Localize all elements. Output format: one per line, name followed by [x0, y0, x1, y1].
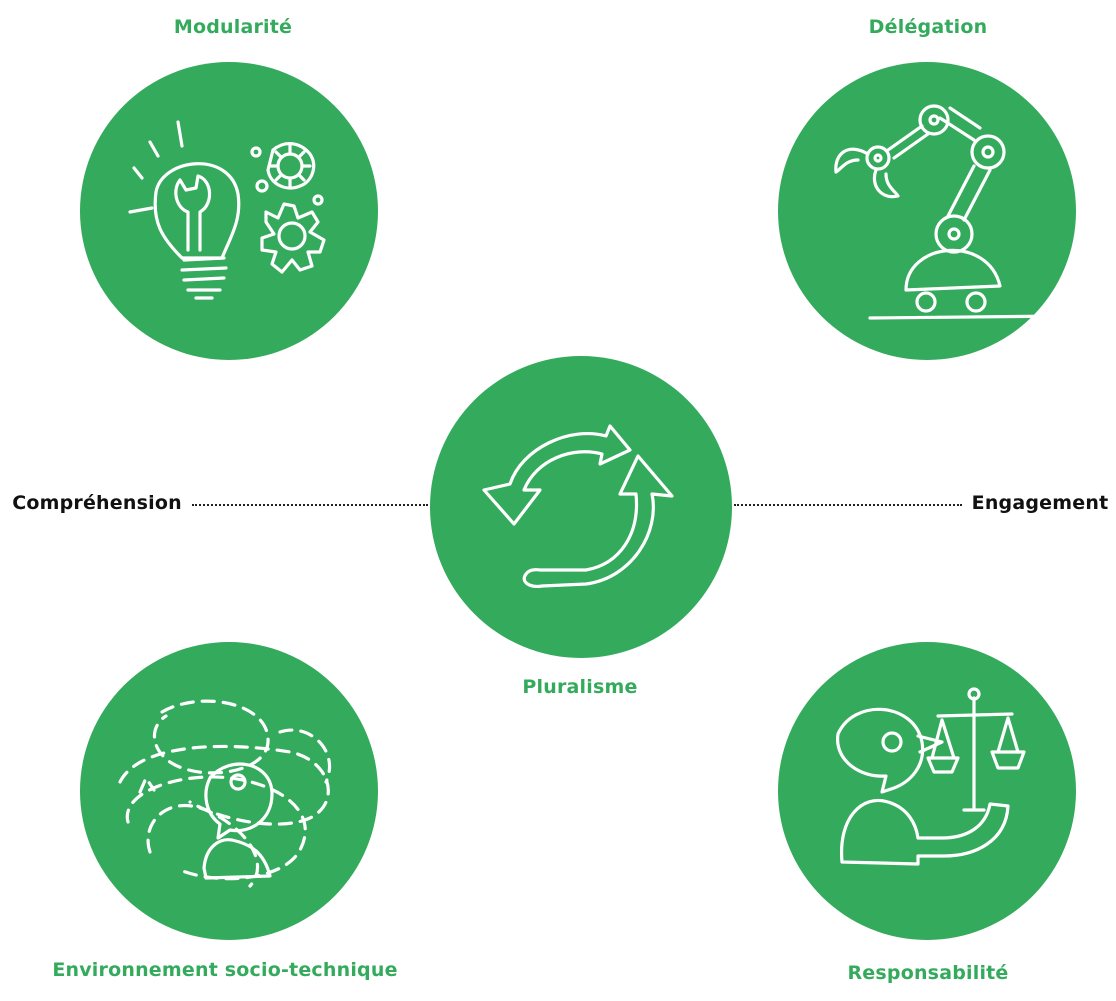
responsabilite-node — [778, 642, 1076, 940]
responsabilite-label: Responsabilité — [847, 962, 1009, 984]
axis-line-right — [734, 504, 962, 506]
environnement-label: Environnement socio-technique — [52, 959, 398, 981]
delegation-node — [778, 62, 1076, 360]
pluralisme-node — [430, 356, 732, 658]
axis-label-right: Engagement — [971, 492, 1109, 514]
modularite-label: Modularité — [173, 16, 293, 38]
modularite-node — [80, 62, 378, 360]
person-holding-scales-icon — [836, 687, 1026, 866]
pluralisme-label: Pluralisme — [522, 676, 638, 698]
robot-arm-icon — [834, 104, 1070, 320]
delegation-label: Délégation — [868, 16, 988, 38]
person-in-network-icon — [118, 699, 332, 888]
cycle-arrows-icon — [482, 424, 674, 588]
lightbulb-gears-icon — [128, 120, 326, 300]
axis-line-left — [192, 504, 428, 506]
environnement-node — [80, 642, 378, 940]
axis-label-left: Compréhension — [12, 492, 182, 514]
